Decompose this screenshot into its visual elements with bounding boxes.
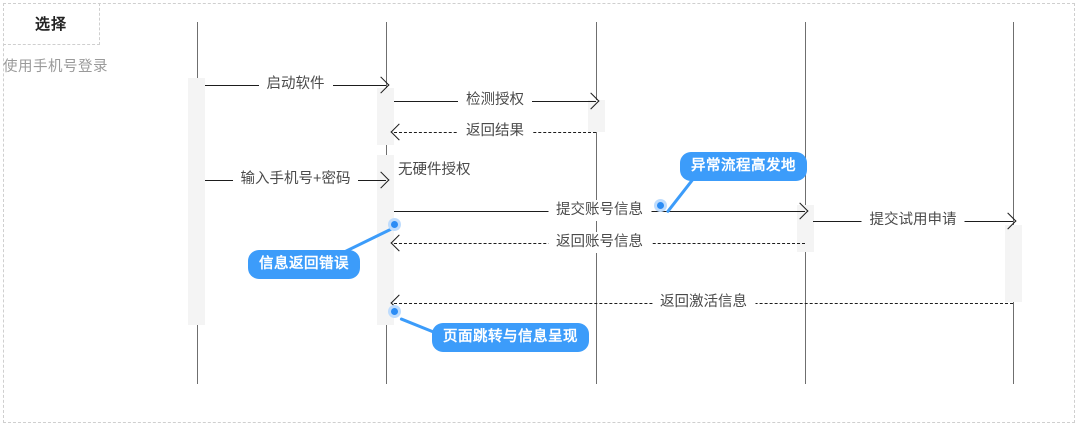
message-label: 返回账号信息	[548, 232, 651, 253]
message-label: 提交试用申请	[861, 210, 965, 231]
callout-anchor-dot-icon-c1[interactable]	[654, 199, 667, 212]
activation-bar-ll2-2	[377, 155, 394, 325]
message-label: 提交账号信息	[548, 200, 651, 221]
alt-frame	[3, 3, 1075, 423]
lifeline-ll5	[1013, 22, 1014, 384]
alt-frame-operator-label: 选择	[34, 16, 67, 33]
callout-anchor-dot-icon-c3[interactable]	[388, 305, 401, 318]
activation-bar-ll3-3	[588, 100, 605, 132]
message-label: 检测授权	[458, 90, 532, 111]
lifeline-ll4	[805, 22, 806, 384]
message-label: 返回激活信息	[652, 292, 755, 313]
callout-anchor-dot-icon-c2[interactable]	[388, 218, 401, 231]
activation-bar-ll5-5	[1005, 225, 1022, 302]
message-label: 启动软件	[258, 74, 333, 95]
alt-frame-condition-label: 使用手机号登录	[3, 59, 108, 75]
message-label: 返回结果	[458, 121, 532, 142]
note-n1: 无硬件授权	[398, 162, 471, 178]
alt-frame-operator-box: 选择	[3, 3, 100, 45]
callout-label-c2[interactable]: 信息返回错误	[248, 250, 360, 279]
activation-bar-ll2-1	[377, 88, 394, 145]
message-label: 输入手机号+密码	[232, 169, 359, 190]
callout-label-c3[interactable]: 页面跳转与信息呈现	[432, 323, 589, 352]
callout-label-c1[interactable]: 异常流程高发地	[680, 152, 807, 181]
activation-bar-ll4-4	[797, 205, 814, 252]
activation-bar-ll1-0	[188, 78, 205, 325]
